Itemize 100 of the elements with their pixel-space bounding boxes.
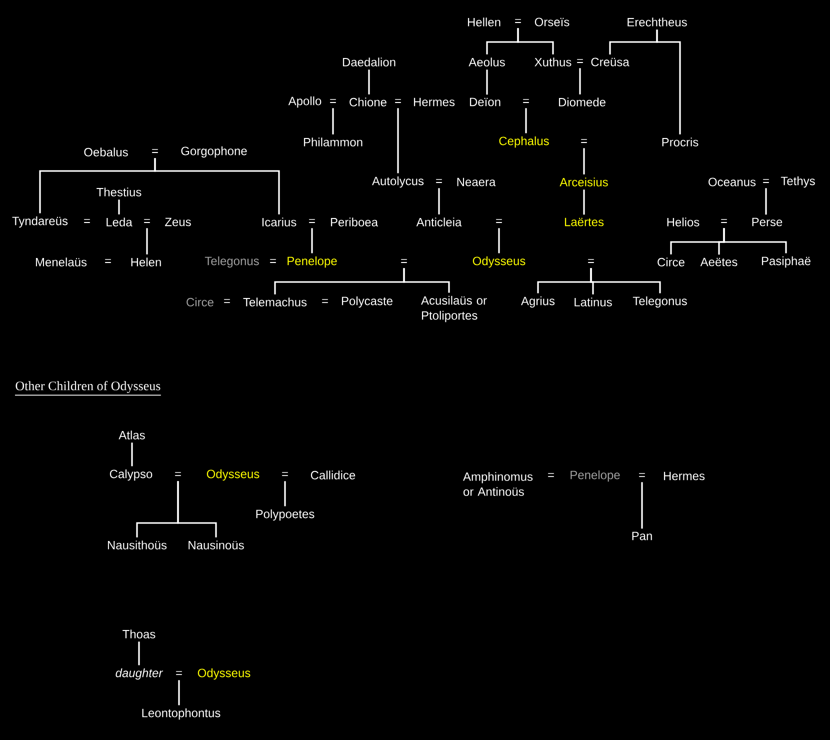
name-text: = [395,99,401,103]
family-line [177,481,217,538]
name-text: Orseïs [534,18,570,26]
name-text: Atlas [118,430,145,440]
name-text: Penelope [570,470,620,482]
name-text: Acusilaüs or Ptoliportes [421,296,487,322]
name-text: Xuthus [534,58,572,66]
family-line [498,228,500,254]
family-line [765,188,767,215]
name-text: Odysseus [206,469,260,481]
name-text: = [401,259,407,263]
name-text: Chione [350,98,386,106]
family-line [486,70,488,95]
name-text: Odysseus [198,668,250,680]
name-text: Pasiphaë [762,256,810,268]
name-text: = [282,472,288,476]
name-text: Diomede [558,98,606,106]
name-text: daughter [116,668,164,680]
name-text: Hermes [414,98,455,106]
name-text: Thoas [122,630,156,638]
name-text: Daedalion [342,58,396,66]
name-text: Nausinoüs [188,540,244,550]
name-text: Agrius [521,296,555,308]
name-text: Erechtheus [628,18,687,26]
name-text: = [309,219,315,223]
name-text: Autolycus [372,176,424,188]
name-text: Polycaste [342,296,392,308]
section-heading: Other Children of Odysseus [14,381,162,396]
name-text: = [224,299,230,303]
name-text: = [581,139,587,143]
name-text: Helios [667,218,700,226]
name-text: Gorgophone [181,146,247,158]
family-line [403,268,450,293]
name-text: = [588,259,594,263]
name-text: Tyndareüs [12,216,68,228]
name-text: Periboea [330,218,378,226]
family-line [579,68,581,94]
name-text: = [330,99,336,103]
family-line [641,482,643,529]
name-text: Polypoetes [256,509,314,521]
name-text: = [152,149,158,153]
name-text: Telemachus [243,298,307,306]
family-line [146,228,148,254]
family-line [397,108,399,174]
family-line [131,442,133,466]
name-text: = [144,219,150,223]
name-text: Penelope [288,256,337,268]
name-text: Pan [632,532,652,540]
name-text: = [639,473,645,477]
name-text: Amphinomus or Antinoüs [463,472,533,496]
name-text: = [84,219,90,223]
name-text: Aeëtes [700,258,738,266]
name-text: = [436,179,442,183]
name-text: = [577,59,583,63]
name-text: Leontophontus [142,708,220,720]
family-line [284,481,286,506]
name-text: = [105,259,111,263]
name-text: Telegonus [632,296,687,308]
name-text: Aeolus [468,58,505,66]
name-text: Procris [662,138,698,146]
name-text: Philammon [304,138,362,146]
name-text: Hellen [468,18,500,26]
family-line [154,158,280,214]
name-text: Zeus [165,218,191,226]
family-line [590,268,661,294]
family-line [311,228,313,254]
name-text: Oceanus [708,178,756,186]
name-text: Calypso [110,469,152,481]
family-line [517,28,554,54]
name-text: Oebalus [84,148,128,156]
name-text: = [515,19,521,23]
name-text: Apollo [288,96,322,108]
family-line [178,680,180,706]
name-text: Callidice [310,470,356,480]
name-text: Neaera [457,178,496,186]
name-text: = [322,299,328,303]
name-text: Cephalus [499,136,549,148]
name-text: Hermes [664,472,705,480]
family-line [525,108,527,134]
name-text: = [721,219,727,223]
name-text: = [523,99,529,103]
name-text: Circe [658,258,684,266]
family-line [656,30,681,134]
name-text: Anticleia [416,218,462,226]
family-line [723,228,787,254]
name-text: Arceisius [560,178,608,186]
name-text: Helen [131,258,161,266]
name-text: Circe [186,298,214,306]
name-text: = [763,179,769,183]
name-text: Thestius [96,188,142,196]
family-line [438,188,440,214]
name-text: = [176,671,182,675]
name-text: = [175,472,181,476]
name-text: Leda [106,218,132,226]
family-line [118,200,120,214]
family-line [583,148,585,174]
family-line [138,642,140,666]
name-text: Perse [752,218,782,226]
name-text: Laërtes [564,218,604,226]
name-text: = [270,259,276,263]
